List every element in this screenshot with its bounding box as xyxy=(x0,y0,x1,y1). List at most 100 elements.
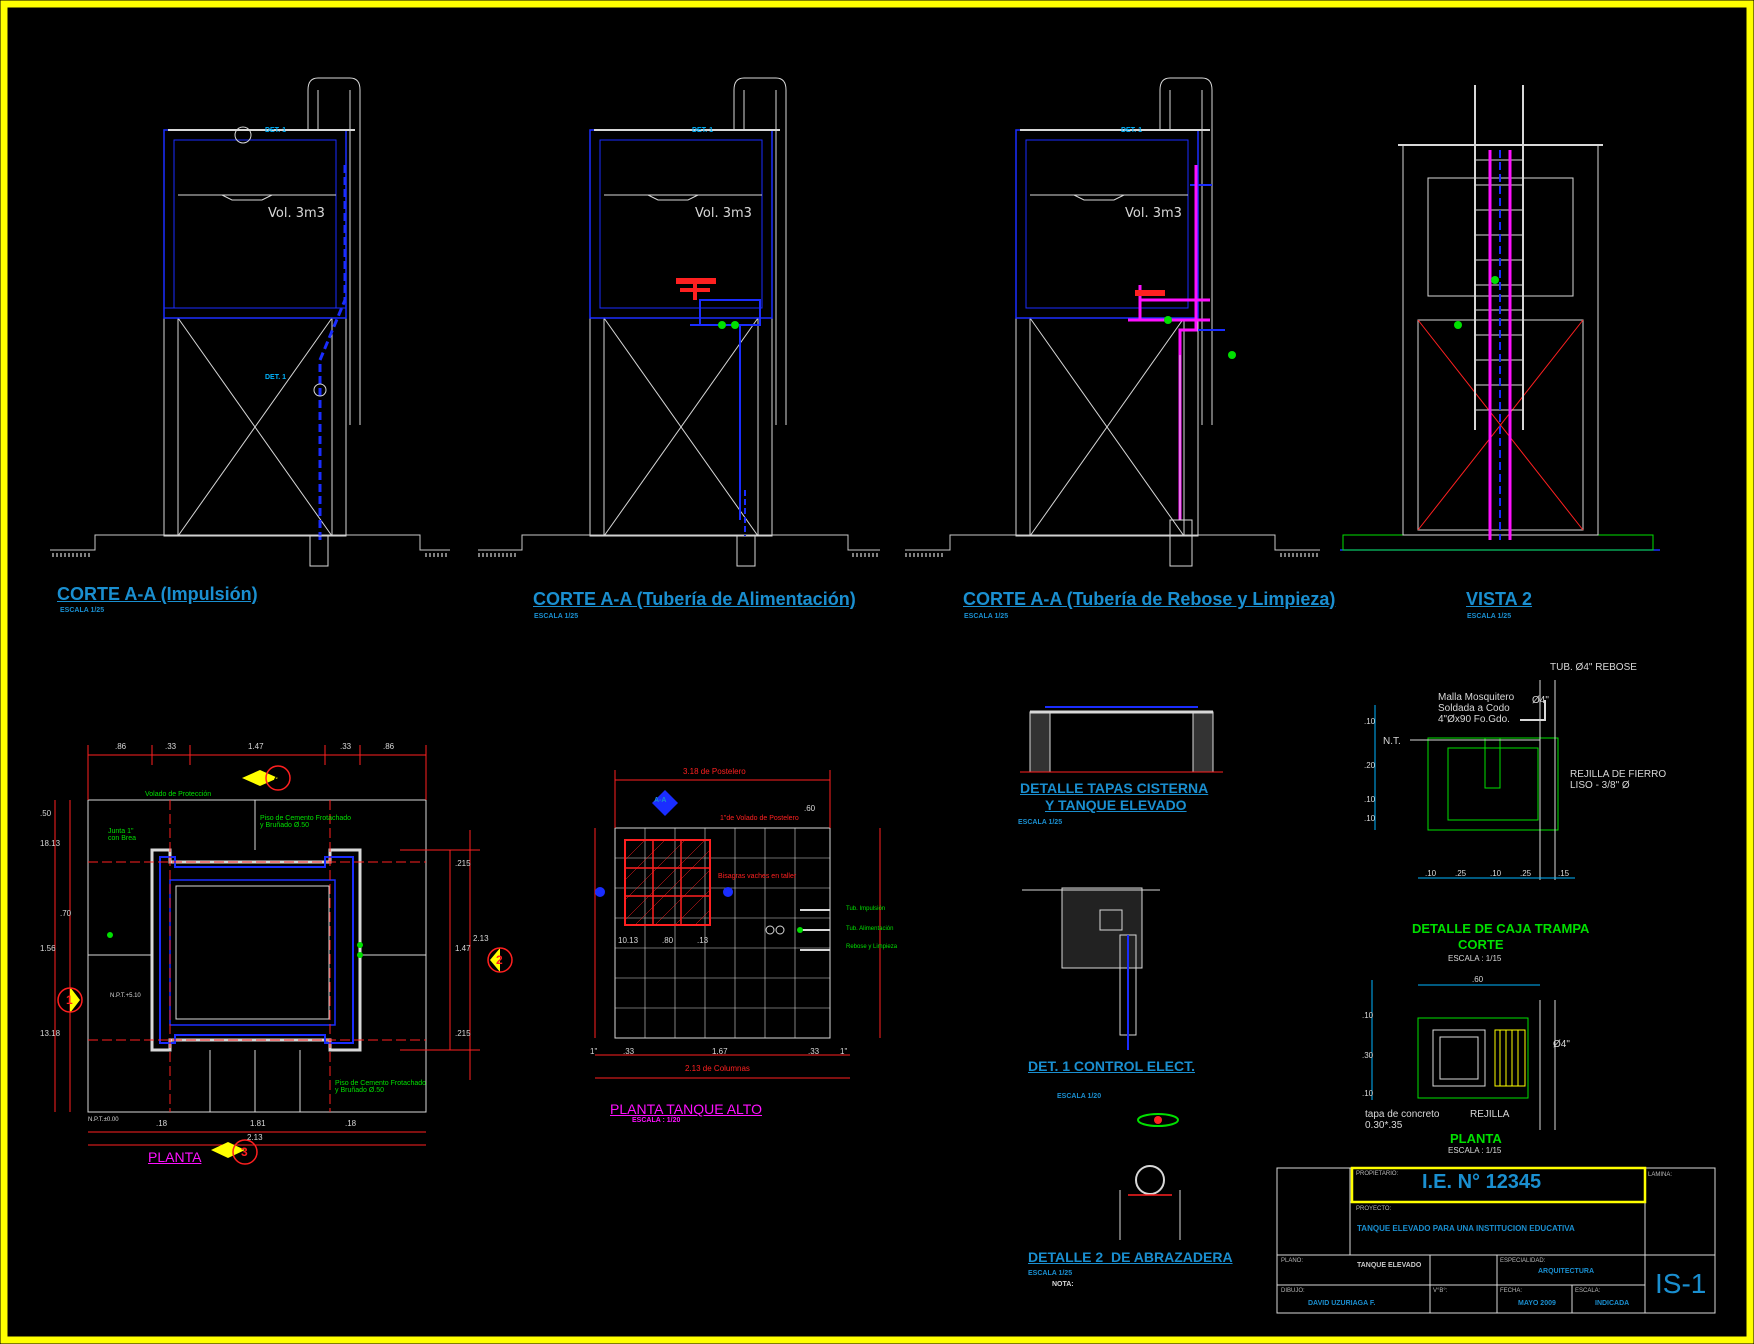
vista-2 xyxy=(1340,85,1660,551)
elevation-alimentacion xyxy=(478,77,880,567)
tb-fecha: MAYO 2009 xyxy=(1518,1300,1556,1307)
dim-label: 1.47 xyxy=(248,742,264,751)
tb-lamina: IS-1 xyxy=(1655,1268,1707,1299)
dim-label: .60 xyxy=(1472,975,1484,984)
detail-title: DETALLE DE CAJA TRAMPA xyxy=(1412,921,1590,936)
dim-label: .50 xyxy=(40,809,52,818)
section-marker: 4 xyxy=(274,771,281,785)
section-marker: 2 xyxy=(496,953,503,967)
tb-label: PROYECTO: xyxy=(1356,1206,1392,1212)
tb-especialidad: ARQUITECTURA xyxy=(1538,1268,1594,1275)
note-junta: Junta 1" con Brea xyxy=(108,828,137,842)
dim-label: .10 xyxy=(1364,814,1376,823)
rejilla-label: REJILLA xyxy=(1470,1109,1510,1120)
dim-label: 1.67 xyxy=(712,1047,728,1056)
dim-label: .10 xyxy=(1364,717,1376,726)
tub-label: Tub. Alimentación xyxy=(846,926,894,932)
dim-label: .86 xyxy=(383,742,395,751)
section-title: CORTE A-A (Tubería de Rebose y Limpieza) xyxy=(963,589,1336,609)
volume-label: Vol. 3m3 xyxy=(268,206,325,221)
dim-label: 1.81 xyxy=(250,1119,266,1128)
det-callout: DET. 1 xyxy=(692,127,714,134)
dim-label: .33 xyxy=(165,742,177,751)
section-scale: ESCALA 1/25 xyxy=(964,613,1009,620)
volume-label: Vol. 3m3 xyxy=(1125,206,1182,221)
detail-scale: ESCALA 1/25 xyxy=(1028,1270,1073,1277)
detail-scale: ESCALA : 1/15 xyxy=(1448,1146,1502,1155)
dim-label: 1" xyxy=(590,1047,598,1056)
section-marker: 1 xyxy=(66,993,73,1007)
note-heading: NOTA: xyxy=(1052,1281,1074,1288)
detail-scale: ESCALA : 1/15 xyxy=(1448,954,1502,963)
det-1-control-elect xyxy=(1022,887,1160,1050)
note-piso: Piso de Cemento Frotachado y Bruñado Ø.5… xyxy=(335,1080,427,1094)
npt-label: N.P.T.+5.10 xyxy=(110,993,141,999)
rejilla-note: REJILLA DE FIERRO xyxy=(1570,769,1667,780)
dim-label: 2.13 xyxy=(473,934,489,943)
dia-label: Ø4" xyxy=(1553,1039,1570,1050)
section-title: CORTE A-A (Impulsión) xyxy=(57,584,258,604)
detail-title: DETALLE 2 DE ABRAZADERA xyxy=(1028,1249,1233,1265)
volume-label: Vol. 3m3 xyxy=(695,206,752,221)
planta-plan xyxy=(54,745,513,1165)
section-scale: ESCALA 1/25 xyxy=(534,613,579,620)
detail-title: PLANTA xyxy=(1450,1131,1502,1146)
dim-label: 13.18 xyxy=(40,1029,61,1038)
dim-label: .10 xyxy=(1425,869,1437,878)
tb-label: PROPIETARIO: xyxy=(1356,1171,1399,1177)
det-2-abrazadera xyxy=(1119,1113,1181,1240)
dim-label: .25 xyxy=(1455,869,1467,878)
dim-label: 18.13 xyxy=(40,839,61,848)
tb-label: ESPECIALIDAD: xyxy=(1500,1258,1546,1264)
detail-title: Y TANQUE ELEVADO xyxy=(1045,797,1187,813)
npt-label: N.P.T.±0.00 xyxy=(88,1117,119,1123)
detail-title: DET. 1 CONTROL ELECT. xyxy=(1028,1058,1195,1074)
dim-label: .25 xyxy=(1520,869,1532,878)
detail-title: CORTE xyxy=(1458,937,1504,952)
detalle-tapas xyxy=(1020,706,1223,773)
dim-label: .15 xyxy=(1558,869,1570,878)
dim-label: .60 xyxy=(804,804,816,813)
section-scale: ESCALA 1/25 xyxy=(60,607,105,614)
tapa-note: 0.30*.35 xyxy=(1365,1120,1403,1131)
rejilla-note: LISO - 3/8" Ø xyxy=(1570,780,1630,791)
tapa-note: tapa de concreto xyxy=(1365,1109,1440,1120)
section-scale: ESCALA 1/25 xyxy=(1467,613,1512,620)
dim-label: .70 xyxy=(60,909,72,918)
nt-label: N.T. xyxy=(1383,736,1401,747)
section-marker: 3 xyxy=(241,1145,248,1159)
note-volado: Volado de Protección xyxy=(145,791,212,798)
det-callout: DET. 1 xyxy=(1121,127,1143,134)
dim-label: 1" xyxy=(840,1047,848,1056)
dim-label: .20 xyxy=(1364,761,1376,770)
malla-note: Malla Mosquitero xyxy=(1438,692,1515,703)
section-title: VISTA 2 xyxy=(1466,589,1533,609)
det-callout: DET. 1 xyxy=(265,374,287,381)
dim-label: .10 xyxy=(1362,1011,1374,1020)
tub-label: TUB. Ø4" REBOSE xyxy=(1550,662,1637,673)
dim-label: .13 xyxy=(697,936,709,945)
tb-label: ESCALA: xyxy=(1575,1288,1601,1294)
section-marker: A-A xyxy=(654,797,667,804)
tub-label: Rebose y Limpieza xyxy=(846,944,898,950)
note-piso: Piso de Cemento Frotachado y Bruñado Ø.5… xyxy=(260,815,352,829)
dim-label: .33 xyxy=(340,742,352,751)
tb-dibujo: DAVID UZURIAGA F. xyxy=(1308,1300,1376,1307)
tb-proyecto: TANQUE ELEVADO PARA UNA INSTITUCION EDUC… xyxy=(1357,1224,1575,1233)
dim-label: .80 xyxy=(662,936,674,945)
tb-propietario: I.E. N° 12345 xyxy=(1422,1171,1542,1193)
tub-label: Tub. Impulsión xyxy=(846,906,886,912)
dim-label: 2.13 de Columnas xyxy=(685,1064,750,1073)
note-volado: 1"de Volado de Postelero xyxy=(720,815,799,822)
tb-label: LAMINA: xyxy=(1648,1172,1673,1178)
dim-label: .18 xyxy=(345,1119,357,1128)
detail-scale: ESCALA 1/20 xyxy=(1057,1093,1102,1100)
malla-note: 4"Øx90 Fo.Gdo. xyxy=(1438,714,1510,725)
tb-plano: TANQUE ELEVADO xyxy=(1357,1262,1422,1269)
dim-label: .30 xyxy=(1362,1051,1374,1060)
tb-label: DIBUJO: xyxy=(1281,1288,1305,1294)
dim-label: .33 xyxy=(623,1047,635,1056)
dim-label: 10.13 xyxy=(618,936,639,945)
dia-label: Ø4" xyxy=(1532,695,1549,706)
